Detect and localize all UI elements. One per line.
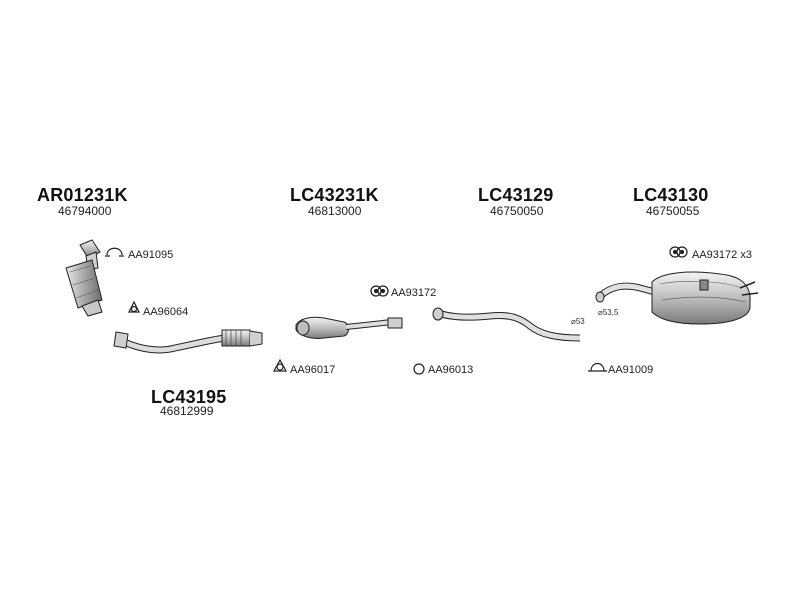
accessory-label-aa93172-rear: AA93172 x3 (692, 249, 752, 261)
gasket-icon (272, 358, 288, 372)
accessory-label-aa96064: AA96064 (143, 306, 189, 318)
part-code-catalyst: AR01231K (37, 185, 128, 205)
dimension-label-muffler: ⌀53,5 (598, 308, 619, 317)
part-code-mid-pipe: LC43129 (478, 185, 554, 205)
part-code-rear-muffler: LC43130 (633, 185, 709, 205)
dimension-label-mid-pipe: ⌀53 (571, 317, 585, 326)
front-pipe-part (113, 329, 263, 354)
part-number-front-pipe: 46812999 (160, 404, 214, 418)
gasket-icon (128, 300, 140, 313)
accessory-label-aa91095: AA91095 (128, 249, 174, 261)
catalyst-part (65, 239, 103, 317)
accessory-label-aa93172-center: AA93172 (391, 287, 437, 299)
clamp-icon (105, 247, 124, 257)
accessory-label-aa96013: AA96013 (428, 364, 474, 376)
part-number-catalyst: 46794000 (58, 204, 112, 218)
accessory-label-aa91009: AA91009 (608, 364, 654, 376)
center-catalyst-part (295, 316, 403, 339)
part-number-mid-pipe: 46750050 (490, 204, 544, 218)
rubber-hanger-icon (370, 285, 389, 297)
rubber-hanger-icon (669, 246, 688, 258)
part-code-center-cat: LC43231K (290, 185, 379, 205)
part-code-front-pipe: LC43195 (151, 387, 227, 407)
mid-pipe-part (432, 307, 581, 342)
accessory-label-aa96017: AA96017 (290, 364, 336, 376)
rear-muffler-part (595, 271, 759, 325)
part-number-rear-muffler: 46750055 (646, 204, 700, 218)
part-number-center-cat: 46813000 (308, 204, 362, 218)
sealing-ring-icon (413, 363, 425, 375)
clamp-icon (588, 362, 607, 372)
